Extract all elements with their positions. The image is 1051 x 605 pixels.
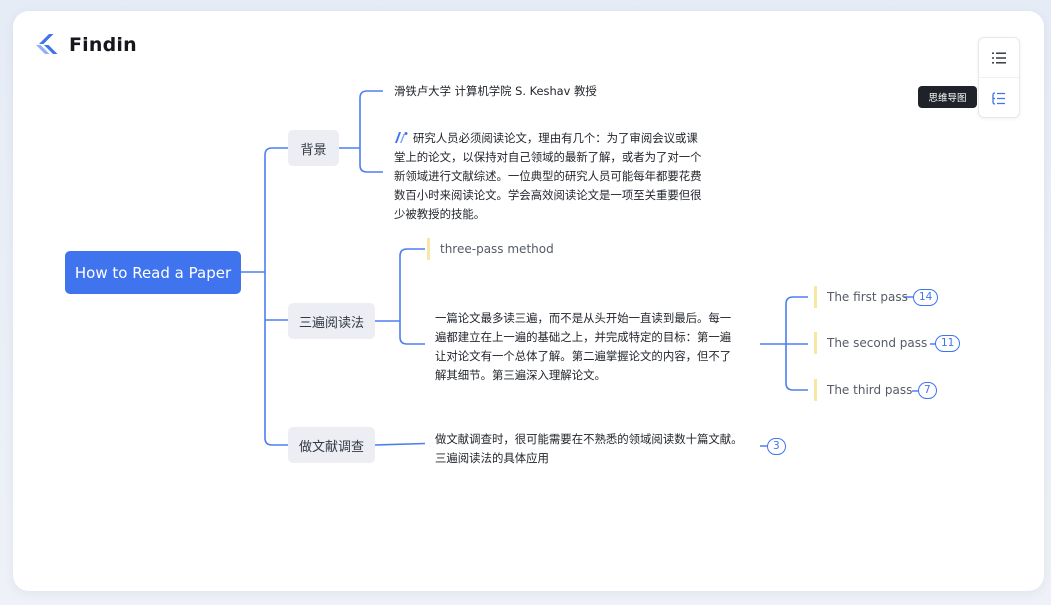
list-icon	[992, 52, 1006, 63]
second-pass-count-badge[interactable]: 11	[935, 335, 961, 352]
leaf-three-pass-desc[interactable]: 一篇论文最多读三遍，而不是从头开始一直读到最后。每一 遍都建立在上一遍的基础之上…	[435, 309, 765, 385]
desc-line-3: 让对论文有一个总体了解。第二遍掌握论文的内容，但不了	[435, 349, 732, 363]
app-logo[interactable]: Findin	[35, 33, 137, 57]
mindmap-root-node[interactable]: How to Read a Paper	[65, 251, 241, 294]
leaf-third-pass[interactable]: The third pass	[814, 379, 912, 401]
desc-line-4: 解其细节。第三遍深入理解论文。	[435, 368, 606, 382]
survey-count-badge[interactable]: 3	[767, 438, 786, 455]
summary-line-4: 数百小时来阅读论文。学会高效阅读论文是一项至关重要但很	[394, 188, 702, 202]
findin-logo-icon	[36, 34, 58, 54]
third-pass-count-badge[interactable]: 7	[918, 382, 937, 399]
app-name: Findin	[69, 34, 137, 56]
branch-node-three-pass[interactable]: 三遍阅读法	[288, 303, 375, 339]
survey-line-1: 做文献调查时，很可能需要在不熟悉的领域阅读数十篇文献。	[435, 432, 743, 446]
branch-node-background[interactable]: 背景	[288, 130, 339, 166]
summary-line-1: 研究人员必须阅读论文，理由有几个：为了审阅会议或课	[413, 131, 698, 145]
leaf-author[interactable]: 滑铁卢大学 计算机学院 S. Keshav 教授	[394, 84, 597, 98]
desc-line-1: 一篇论文最多读三遍，而不是从头开始一直读到最后。每一	[435, 311, 732, 325]
leaf-first-pass[interactable]: The first pass	[814, 286, 908, 308]
outline-view-button[interactable]	[979, 38, 1019, 78]
view-toolbar	[978, 37, 1020, 118]
desc-line-2: 遍都建立在上一遍的基础之上，并完成特定的目标：第一遍	[435, 330, 732, 344]
summary-line-3: 新领域进行文献综述。一位典型的研究人员可能每年都要花费	[394, 169, 702, 183]
survey-line-2: 三遍阅读法的具体应用	[435, 451, 549, 465]
summary-line-2: 堂上的论文，以保持对自己领域的最新了解，或者为了对一个	[394, 150, 702, 164]
summary-line-5: 少被教授的技能。	[394, 207, 486, 221]
leaf-second-pass[interactable]: The second pass	[814, 332, 927, 354]
mindmap-icon	[992, 91, 1005, 105]
leaf-three-pass-method[interactable]: three-pass method	[427, 238, 554, 260]
first-pass-count-badge[interactable]: 14	[913, 289, 939, 306]
branch-node-literature-survey[interactable]: 做文献调查	[288, 427, 375, 463]
leaf-survey-desc[interactable]: 做文献调查时，很可能需要在不熟悉的领域阅读数十篇文献。 三遍阅读法的具体应用	[435, 430, 775, 468]
leaf-background-summary[interactable]: 研究人员必须阅读论文，理由有几个：为了审阅会议或课 堂上的论文，以保持对自己领域…	[394, 129, 724, 224]
ai-sparkle-icon	[395, 132, 408, 143]
mindmap-tooltip: 思维导图	[918, 86, 977, 108]
mindmap-view-button[interactable]	[979, 78, 1019, 118]
